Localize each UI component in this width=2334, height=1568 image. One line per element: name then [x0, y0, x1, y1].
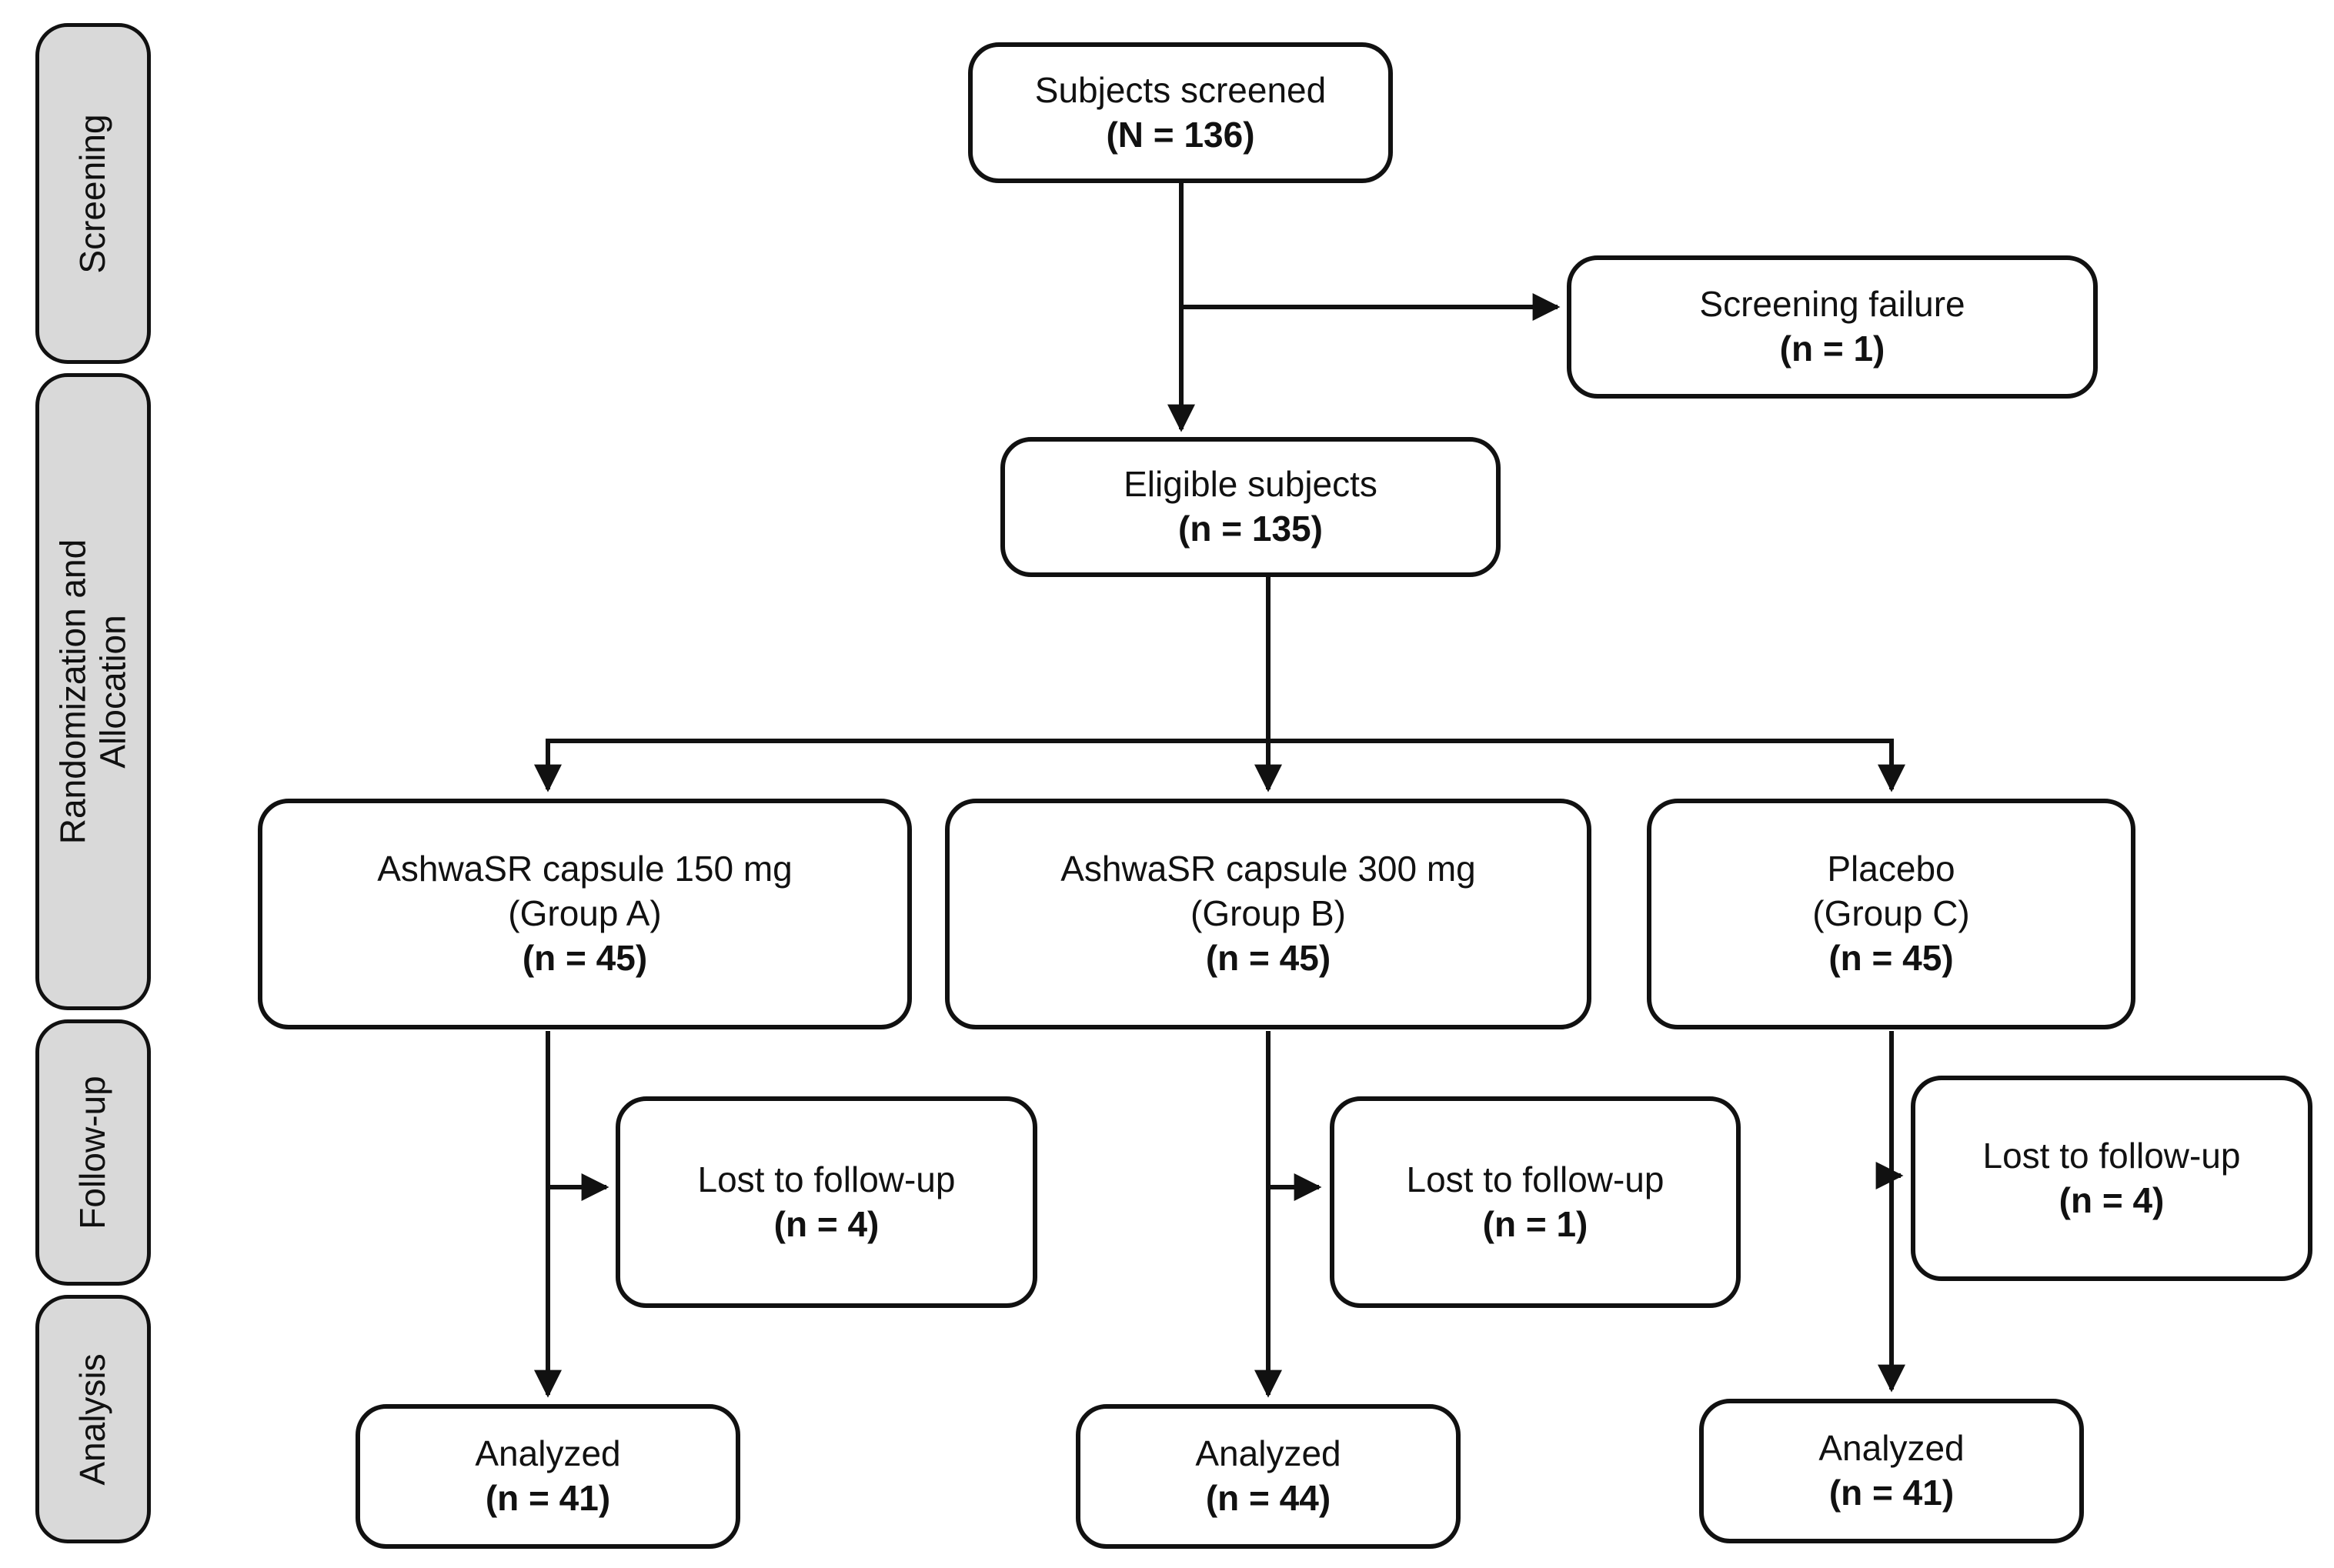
node-screening-failure-count: (n = 1)	[1779, 329, 1885, 369]
stage-follow-up-label: Follow-up	[72, 1076, 113, 1229]
node-group-b-subtitle: (Group B)	[1190, 893, 1346, 934]
node-subjects-screened: Subjects screened (N = 136)	[968, 42, 1393, 183]
node-analyzed-a-count: (n = 41)	[485, 1478, 611, 1518]
node-group-a-subtitle: (Group A)	[508, 893, 662, 934]
arrow-group-a-to-analyzed	[534, 1031, 609, 1398]
node-analyzed-c-count: (n = 41)	[1828, 1473, 1955, 1513]
node-subjects-screened-count: (N = 136)	[1106, 114, 1255, 155]
node-group-a-title: AshwaSR capsule 150 mg	[377, 849, 793, 889]
node-analyzed-a-title: Analyzed	[475, 1433, 621, 1474]
node-analyzed-a: Analyzed (n = 41)	[356, 1404, 740, 1549]
node-group-c-title: Placebo	[1827, 849, 1955, 889]
node-lost-to-followup-a-title: Lost to follow-up	[697, 1159, 956, 1199]
arrow-group-b-to-analyzed	[1254, 1031, 1322, 1398]
node-group-a-count: (n = 45)	[522, 937, 648, 978]
node-lost-to-followup-c-title: Lost to follow-up	[1982, 1135, 2241, 1176]
node-subjects-screened-title: Subjects screened	[1034, 69, 1327, 110]
stage-analysis-label: Analysis	[72, 1353, 113, 1486]
node-analyzed-b: Analyzed (n = 44)	[1076, 1404, 1461, 1549]
node-eligible-subjects-title: Eligible subjects	[1124, 464, 1377, 505]
stage-follow-up: Follow-up	[35, 1019, 151, 1286]
stage-screening-label: Screening	[72, 113, 113, 274]
node-group-a: AshwaSR capsule 150 mg (Group A) (n = 45…	[258, 799, 912, 1029]
node-group-c: Placebo (Group C) (n = 45)	[1647, 799, 2135, 1029]
node-lost-to-followup-b-title: Lost to follow-up	[1406, 1159, 1665, 1199]
node-lost-to-followup-b-count: (n = 1)	[1482, 1203, 1588, 1244]
stage-screening: Screening	[35, 23, 151, 364]
node-lost-to-followup-a: Lost to follow-up (n = 4)	[616, 1096, 1037, 1308]
node-screening-failure-title: Screening failure	[1699, 284, 1965, 325]
arrow-group-c-to-analyzed	[1875, 1031, 1905, 1393]
node-lost-to-followup-b: Lost to follow-up (n = 1)	[1330, 1096, 1741, 1308]
node-group-c-count: (n = 45)	[1828, 937, 1954, 978]
arrow-eligible-to-branch	[534, 577, 1905, 792]
node-lost-to-followup-a-count: (n = 4)	[773, 1203, 880, 1244]
node-analyzed-b-title: Analyzed	[1195, 1433, 1341, 1474]
node-analyzed-b-count: (n = 44)	[1205, 1478, 1331, 1518]
stage-randomization-allocation: Randomization and Allocation	[35, 373, 151, 1010]
stage-randomization-allocation-label: Randomization and Allocation	[52, 539, 132, 845]
node-group-b: AshwaSR capsule 300 mg (Group B) (n = 45…	[945, 799, 1591, 1029]
node-lost-to-followup-c-count: (n = 4)	[2059, 1179, 2165, 1220]
node-analyzed-c-title: Analyzed	[1818, 1428, 1965, 1469]
node-group-c-subtitle: (Group C)	[1812, 893, 1970, 934]
node-group-b-title: AshwaSR capsule 300 mg	[1060, 849, 1476, 889]
node-lost-to-followup-c: Lost to follow-up (n = 4)	[1911, 1076, 2312, 1281]
node-analyzed-c: Analyzed (n = 41)	[1699, 1399, 2084, 1543]
stage-analysis: Analysis	[35, 1295, 151, 1543]
node-screening-failure: Screening failure (n = 1)	[1567, 255, 2098, 399]
node-eligible-subjects: Eligible subjects (n = 135)	[1000, 437, 1501, 577]
node-eligible-subjects-count: (n = 135)	[1178, 509, 1323, 549]
node-group-b-count: (n = 45)	[1205, 937, 1331, 978]
